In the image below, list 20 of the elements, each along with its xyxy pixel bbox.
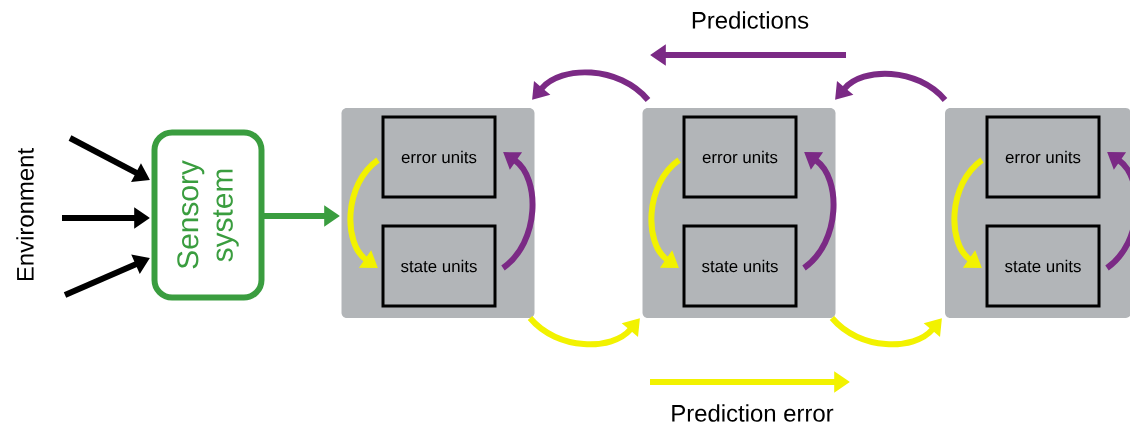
arrow [835,70,948,103]
unit-box: error units [381,115,497,199]
arrow [648,157,681,268]
sensory-system-box: Sensory system [151,129,265,301]
caption-label: Prediction error [672,404,834,422]
unit-box: state units [381,224,497,308]
unit-box: error units [985,115,1101,199]
arrow [829,315,942,348]
caption-label: Predictions [692,11,809,29]
unit-box: error units [682,115,798,199]
arrow [532,69,651,103]
arrow [527,315,640,348]
arrow [1105,152,1130,271]
environment-label: Environment [16,148,34,281]
unit-box: state units [985,224,1101,308]
arrow [347,157,380,268]
unit-box: state units [682,224,798,308]
arrow [501,152,536,271]
arrow [951,157,984,268]
arrow [802,152,837,271]
